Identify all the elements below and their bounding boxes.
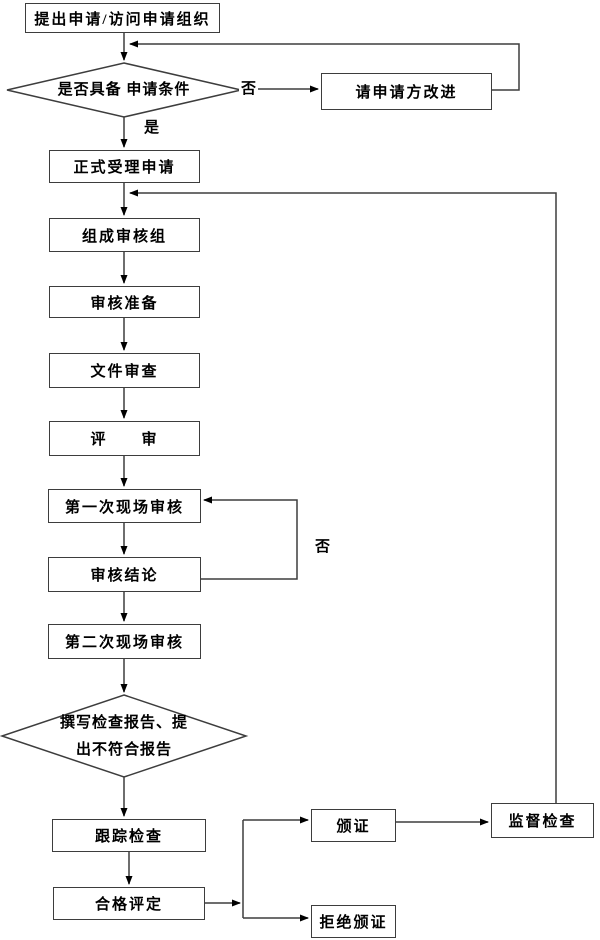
edge-supervise-feedback-to-team-line — [129, 189, 557, 803]
node-document-review: 文件审查 — [49, 353, 200, 388]
decision-report-label: 撰写检查报告、提 出不符合报告 — [24, 708, 224, 766]
node-audit-preparation: 审核准备 — [49, 286, 200, 318]
node-ask-applicant-improve: 请申请方改进 — [321, 73, 492, 110]
node-refuse-certificate: 拒绝颁证 — [311, 905, 396, 938]
node-evaluation: 评 审 — [49, 421, 200, 456]
node-first-onsite-audit: 第一次现场审核 — [48, 489, 201, 523]
decision-report-line1: 撰写检查报告、提 — [59, 715, 188, 731]
node-audit-conclusion: 审核结论 — [48, 557, 201, 592]
node-form-audit-team: 组成审核组 — [49, 218, 200, 252]
decision-report-line2: 出不符合报告 — [75, 742, 172, 758]
node-issue-certificate: 颁证 — [311, 809, 396, 842]
decision-condition-label: 是否具备 申请条件 — [57, 81, 191, 98]
edge-improve-feedback-to-apply-line — [129, 40, 520, 91]
node-conformity-assessment: 合格评定 — [53, 887, 205, 920]
node-followup-inspection: 跟踪检查 — [52, 819, 206, 852]
label-condition-yes: 是 — [142, 119, 162, 137]
label-conclusion-no: 否 — [313, 538, 333, 556]
label-condition-no: 否 — [239, 80, 259, 98]
node-submit-application: 提出申请/访问申请组织 — [25, 3, 220, 33]
edge-conclusion-no-loop — [201, 496, 298, 580]
node-formally-accept: 正式受理申请 — [49, 150, 200, 183]
node-supervision-inspection: 监督检查 — [491, 803, 594, 838]
node-second-onsite-audit: 第二次现场审核 — [48, 624, 201, 659]
